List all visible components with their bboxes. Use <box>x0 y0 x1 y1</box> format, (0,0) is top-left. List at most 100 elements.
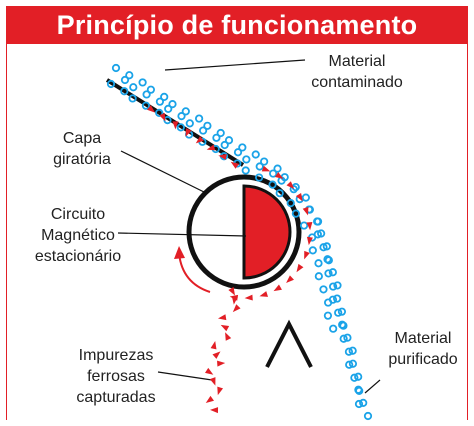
ferrous-particle-icon <box>159 112 166 122</box>
left-border <box>6 44 7 420</box>
ferrous-particle-icon <box>205 395 214 403</box>
particle-icon <box>141 101 151 110</box>
label-circuito-3: estacionário <box>35 248 121 265</box>
particle-icon <box>275 189 284 198</box>
particle-icon <box>344 347 354 356</box>
ferrous-particles <box>147 105 313 414</box>
particle-icon <box>224 136 234 145</box>
label-material-purificado-2: purificado <box>388 351 457 368</box>
particle-icon <box>251 150 260 159</box>
particle-icon <box>334 308 343 317</box>
particle-icon <box>220 140 229 150</box>
particle-icon <box>199 126 208 135</box>
particle-icon <box>168 100 177 109</box>
particle-icon <box>242 155 251 164</box>
ferrous-particle-icon <box>231 296 238 305</box>
particle-icon <box>301 193 310 202</box>
label-impurezas-2: ferrosas <box>87 368 145 385</box>
particle-icon <box>185 119 194 128</box>
particle-icon <box>120 75 130 85</box>
ferrous-particle-icon <box>220 324 230 332</box>
particle-icon <box>348 346 357 355</box>
particle-icon <box>291 209 300 218</box>
particle-icon <box>345 360 354 369</box>
ferrous-particle-icon <box>204 367 214 375</box>
particle-icon <box>212 133 221 142</box>
particle-icon <box>273 164 282 173</box>
particle-icon <box>313 230 322 239</box>
ferrous-particle-icon <box>210 340 217 350</box>
ferrous-particle-icon <box>210 407 219 414</box>
particle-icon <box>359 398 368 407</box>
particle-icon <box>319 285 328 294</box>
particle-icon <box>339 334 348 343</box>
ferrous-particle-icon <box>244 294 253 301</box>
particle-icon <box>155 108 164 118</box>
ferrous-particle-icon <box>195 135 204 144</box>
particle-icon <box>233 148 243 157</box>
particle-icon <box>120 87 129 96</box>
label-capa-giratoria-2: giratória <box>53 151 111 168</box>
label-circuito-2: Magnético <box>41 227 115 244</box>
particle-icon <box>350 373 359 382</box>
ferrous-particle-icon <box>273 284 282 292</box>
ferrous-particle-icon <box>212 351 221 359</box>
particle-icon <box>216 128 225 138</box>
ferrous-particle-icon <box>286 181 295 190</box>
ferrous-particle-icon <box>286 275 294 283</box>
label-material-contaminado-1: Material <box>329 53 386 70</box>
label-circuito-1: Circuito <box>51 206 105 223</box>
ferrous-particle-icon <box>296 263 304 273</box>
particle-icon <box>324 256 333 265</box>
particle-icon <box>255 162 264 171</box>
particle-icon <box>241 166 250 175</box>
leader-circuito <box>117 232 247 237</box>
particle-icon <box>155 97 165 106</box>
particle-icon <box>328 268 337 277</box>
ferrous-particle-icon <box>225 332 232 341</box>
particle-icon <box>299 221 309 230</box>
particle-icon <box>128 94 137 103</box>
particle-icon <box>328 295 338 304</box>
particle-icon <box>337 307 347 316</box>
label-material-purificado-1: Material <box>395 330 452 347</box>
particle-icon <box>354 372 363 381</box>
particle-icon <box>324 269 333 278</box>
particle-icon <box>323 311 333 320</box>
particle-icon <box>339 321 348 330</box>
particle-icon <box>329 324 338 333</box>
label-capa-giratoria-1: Capa <box>63 130 101 147</box>
ferrous-particle-icon <box>230 161 239 169</box>
particle-icon <box>203 121 212 130</box>
material-particles <box>106 63 373 421</box>
particle-icon <box>181 107 190 116</box>
particle-icon <box>111 63 121 73</box>
ferrous-particle-icon <box>218 154 227 160</box>
ferrous-particle-icon <box>147 105 156 113</box>
particle-icon <box>238 143 247 152</box>
particle-icon <box>333 294 342 303</box>
particle-icon <box>286 199 295 208</box>
ferrous-particle-icon <box>295 193 303 202</box>
leader-capa-giratoria <box>120 150 207 194</box>
ferrous-particle-icon <box>304 250 310 260</box>
particle-icon <box>363 411 373 421</box>
particle-icon <box>138 78 147 87</box>
particle-icon <box>129 83 138 92</box>
particle-icon <box>289 185 298 194</box>
ferrous-particle-icon <box>274 171 284 179</box>
particle-icon <box>355 386 364 395</box>
particle-icon <box>308 246 317 255</box>
ferrous-particle-icon <box>209 377 216 386</box>
particle-icon <box>319 243 328 252</box>
page-title: Princípio de funcionamento <box>56 9 418 40</box>
particle-icon <box>348 359 358 368</box>
particle-icon <box>164 104 173 114</box>
ferrous-particle-icon <box>217 386 224 396</box>
ferrous-particle-icon <box>172 121 179 130</box>
particle-icon <box>195 114 204 123</box>
particle-icon <box>313 217 322 226</box>
particle-icon <box>314 272 323 281</box>
